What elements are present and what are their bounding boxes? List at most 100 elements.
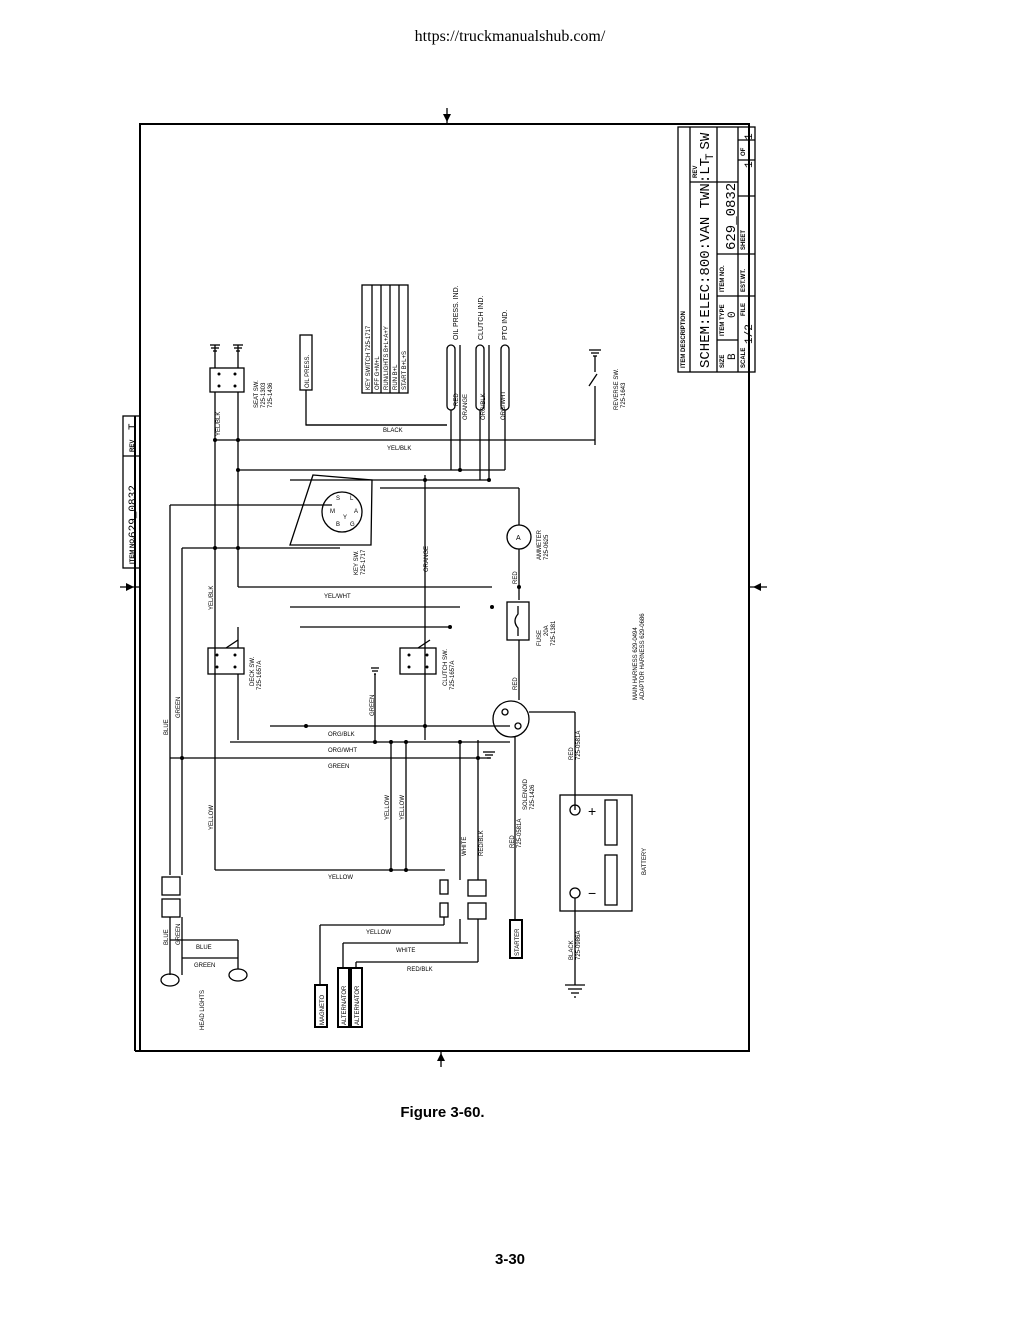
figure-caption: Figure 3-60. [400, 1104, 485, 1121]
svg-text:BLUE: BLUE [164, 719, 170, 735]
title-block: ITEM DESCRIPTION SCHEM:ELEC:800:VAN TWN:… [677, 126, 756, 373]
size-label: SIZE [720, 355, 726, 368]
svg-text:HEAD LIGHTS: HEAD LIGHTS [200, 990, 206, 1030]
svg-text:ORG/BLK: ORG/BLK [481, 393, 487, 420]
svg-text:YEL/WHT: YEL/WHT [324, 594, 351, 600]
svg-text:20A: 20A [544, 625, 550, 636]
key-switch: S L M A B G Y KEY SW. 725-1717 [289, 474, 373, 575]
svg-text:725-1657A: 725-1657A [450, 661, 456, 690]
item-no-value: 629_0832 [724, 183, 740, 250]
key-switch-row-run-lights: RUN/LIGHTS B+L+A+Y [384, 326, 390, 390]
svg-text:GREEN: GREEN [194, 963, 215, 969]
deck-switch: DECK SW. 725-1657A [207, 627, 263, 740]
svg-text:B: B [336, 522, 340, 528]
svg-text:MAIN HARNESS 629-0494: MAIN HARNESS 629-0494 [633, 627, 639, 700]
svg-text:725-1381: 725-1381 [551, 620, 557, 646]
side-tab: ITEM NO. 629_0832 REV T [122, 415, 141, 569]
svg-text:725-1717: 725-1717 [361, 549, 367, 575]
scale-value: 1/2 [744, 324, 756, 344]
alternator-1: ALTERNATOR [337, 967, 350, 1028]
head-lights: HEAD LIGHTS [160, 940, 248, 1030]
svg-text:725-1643: 725-1643 [621, 382, 627, 408]
item-description: SCHEM:ELEC:800:VAN TWN:LT SW [698, 132, 714, 368]
of-value: 1 [744, 133, 756, 140]
junction-dots [180, 438, 521, 872]
svg-text:SOLENOID: SOLENOID [523, 778, 529, 810]
scale-label: SCALE [741, 348, 747, 368]
svg-text:725-1436: 725-1436 [268, 382, 274, 408]
svg-text:A: A [516, 535, 521, 542]
wiring-harness: YEL/BLK BLACK YEL/WHT S L M A B G Y KEY … [160, 392, 648, 1030]
svg-text:PTO IND.: PTO IND. [502, 310, 509, 340]
svg-text:DECK SW.: DECK SW. [250, 656, 256, 686]
svg-text:KEY SW.: KEY SW. [354, 550, 360, 575]
svg-text:CLUTCH IND.: CLUTCH IND. [478, 296, 485, 340]
item-description-label: ITEM DESCRIPTION [681, 311, 687, 368]
indicator-lamps: OIL PRESS. IND. CLUTCH IND. PTO IND. RED… [446, 285, 510, 480]
svg-text:BLACK: BLACK [383, 428, 403, 434]
svg-text:725-1657A: 725-1657A [257, 661, 263, 690]
svg-text:YELLOW: YELLOW [366, 930, 391, 936]
key-switch-table-title: KEY SWITCH 725-1717 [366, 325, 372, 390]
svg-text:S: S [336, 496, 340, 502]
battery: + − BATTERY BLACK 725-0986A [559, 794, 648, 998]
svg-text:725-0986A: 725-0986A [576, 931, 582, 960]
svg-text:725-0581A: 725-0581A [576, 731, 582, 760]
svg-text:GREEN: GREEN [176, 924, 182, 945]
clutch-switch: CLUTCH SW. 725-1657A [399, 639, 456, 690]
svg-text:RED: RED [513, 571, 519, 584]
svg-text:725-0625: 725-0625 [544, 534, 550, 560]
ammeter: A AMMETER 725-0625 [380, 487, 550, 600]
svg-text:G: G [350, 522, 355, 528]
svg-text:OIL PRESS. IND.: OIL PRESS. IND. [453, 285, 460, 340]
svg-text:BLACK: BLACK [569, 940, 575, 960]
svg-text:GREEN: GREEN [176, 697, 182, 718]
size-value: B [727, 353, 739, 360]
svg-text:GREEN: GREEN [328, 764, 349, 770]
svg-text:ORANGE: ORANGE [424, 546, 430, 572]
svg-text:YELLOW: YELLOW [400, 795, 406, 820]
seat-switch: SEAT SW. 725-1303 725-1436 YEL/BLK [209, 344, 274, 436]
item-no-label: ITEM NO. [720, 265, 726, 292]
svg-text:REVERSE SW.: REVERSE SW. [614, 368, 620, 410]
solenoid: SOLENOID 725-1426 [492, 700, 576, 920]
side-tab-rev: T [128, 423, 140, 430]
svg-text:RED/BLK: RED/BLK [479, 830, 485, 856]
starter: STARTER [509, 919, 523, 959]
svg-text:ORG/WHT: ORG/WHT [501, 391, 507, 420]
svg-text:BATTERY: BATTERY [642, 848, 648, 875]
svg-text:ALTERNATOR: ALTERNATOR [355, 985, 361, 1025]
svg-text:ORG/WHT: ORG/WHT [328, 748, 357, 754]
svg-text:BLUE: BLUE [164, 929, 170, 945]
svg-text:A: A [354, 509, 358, 515]
key-switch-table: KEY SWITCH 725-1717 OFF G+M+L RUN/LIGHTS… [361, 284, 409, 394]
svg-text:RED/BLK: RED/BLK [407, 967, 433, 973]
item-type-value: 0 [727, 311, 739, 318]
svg-text:725-1426: 725-1426 [530, 784, 536, 810]
rev-label: REV [693, 166, 699, 178]
est-wt-label: EST.WT. [741, 269, 747, 292]
svg-text:WHITE: WHITE [396, 948, 415, 954]
svg-text:725-1303: 725-1303 [261, 382, 267, 408]
svg-text:YELLOW: YELLOW [328, 875, 353, 881]
file-label: FILE [741, 303, 747, 316]
svg-text:−: − [588, 885, 596, 901]
magneto: MAGNETO [314, 984, 328, 1028]
center-mark-arrows [120, 108, 767, 1067]
svg-text:BLUE: BLUE [196, 945, 212, 951]
svg-text:GREEN: GREEN [370, 695, 376, 716]
oil-press-sender: OIL PRESS. [299, 334, 447, 426]
svg-text:YEL/BLK: YEL/BLK [209, 586, 215, 610]
svg-text:ALTERNATOR: ALTERNATOR [342, 985, 348, 1025]
page-number: 3-30 [494, 1251, 526, 1268]
key-switch-row-start: START B+L+S [402, 351, 408, 390]
sheet-value: 1 [744, 161, 756, 168]
svg-text:RED: RED [569, 747, 575, 760]
reverse-switch: REVERSE SW. 725-1643 [588, 349, 627, 445]
svg-text:FUSE: FUSE [537, 630, 543, 646]
svg-text:725-0581A: 725-0581A [517, 819, 523, 848]
source-url[interactable]: https://truckmanualshub.com/ [414, 28, 606, 45]
svg-text:RED: RED [510, 835, 516, 848]
svg-text:ORANGE: ORANGE [463, 394, 469, 420]
of-label: OF [741, 147, 747, 156]
